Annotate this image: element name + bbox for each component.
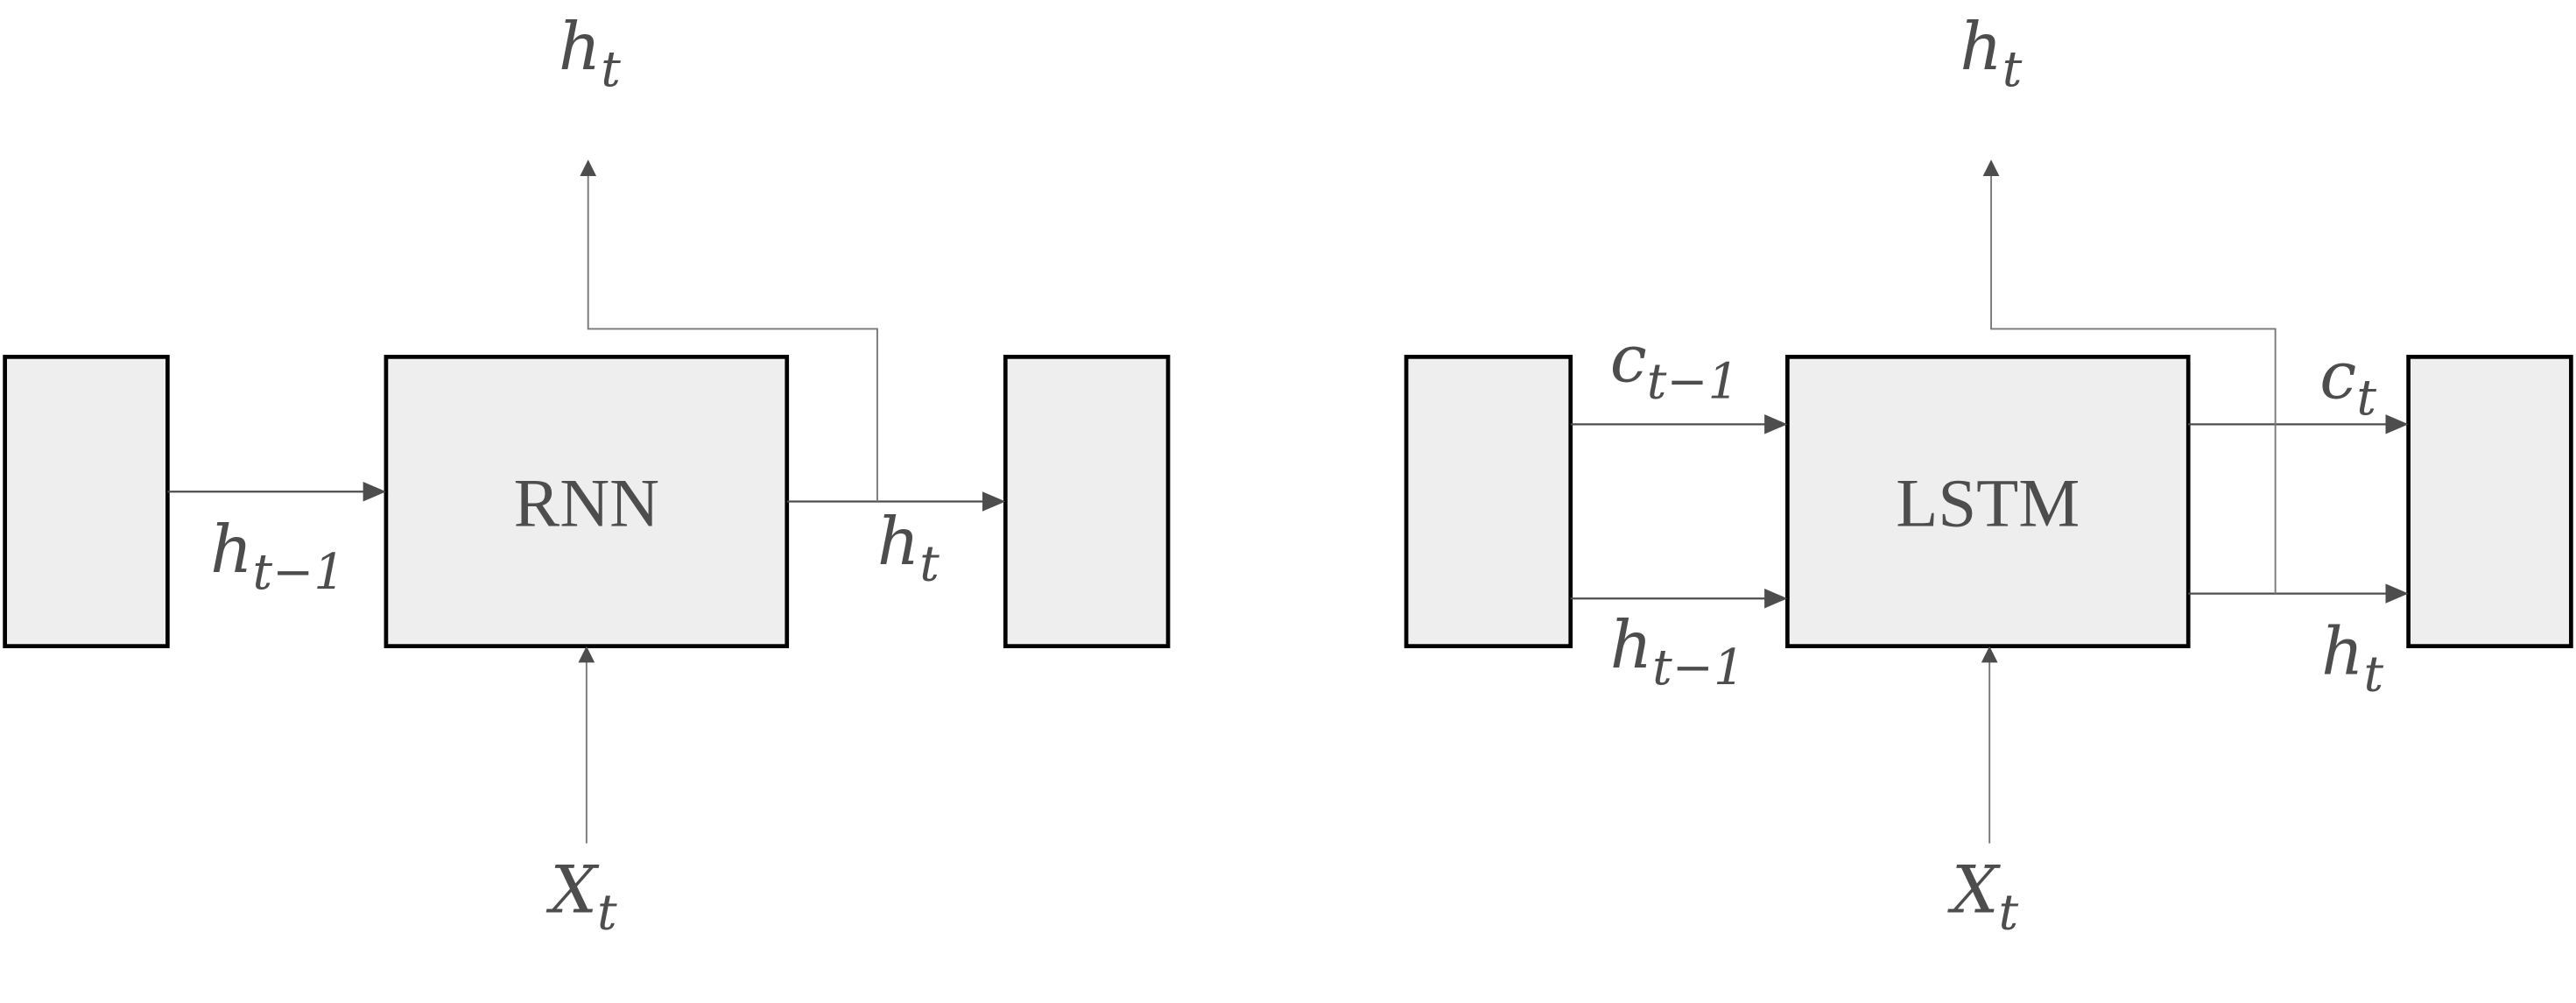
rnn-prev-hidden-label: ht−1 (210, 511, 345, 601)
rnn-diagram: RNN ht ht−1 ht Xt (3, 8, 1171, 942)
lstm-next-cell-box (2406, 355, 2573, 648)
lstm-prev-hidden-label: ht−1 (1610, 606, 1745, 696)
rnn-next-cell-box (1003, 355, 1171, 648)
lstm-next-cell-label: ct (2319, 336, 2376, 427)
rnn-top-output-label: ht (559, 8, 621, 98)
rnn-input-label: Xt (546, 851, 617, 942)
lstm-prev-cell-label: ct−1 (1610, 321, 1740, 411)
lstm-next-hidden-label: ht (2321, 613, 2383, 703)
lstm-cell-label: LSTM (1896, 466, 2080, 542)
lstm-output-arrow (1982, 159, 2277, 594)
rnn-next-hidden-label: ht (877, 503, 940, 593)
lstm-top-output-label: ht (1960, 8, 2022, 98)
rnn-output-arrow (580, 159, 878, 502)
rnn-prev-cell-box (3, 355, 170, 648)
rnn-cell-label: RNN (514, 466, 659, 542)
lstm-prev-cell-box (1404, 355, 1573, 648)
lstm-input-label: Xt (1947, 851, 2018, 942)
rnn-cell-box (384, 355, 790, 648)
lstm-diagram: LSTM ht ct−1 ht−1 ct ht Xt (1404, 8, 2573, 942)
